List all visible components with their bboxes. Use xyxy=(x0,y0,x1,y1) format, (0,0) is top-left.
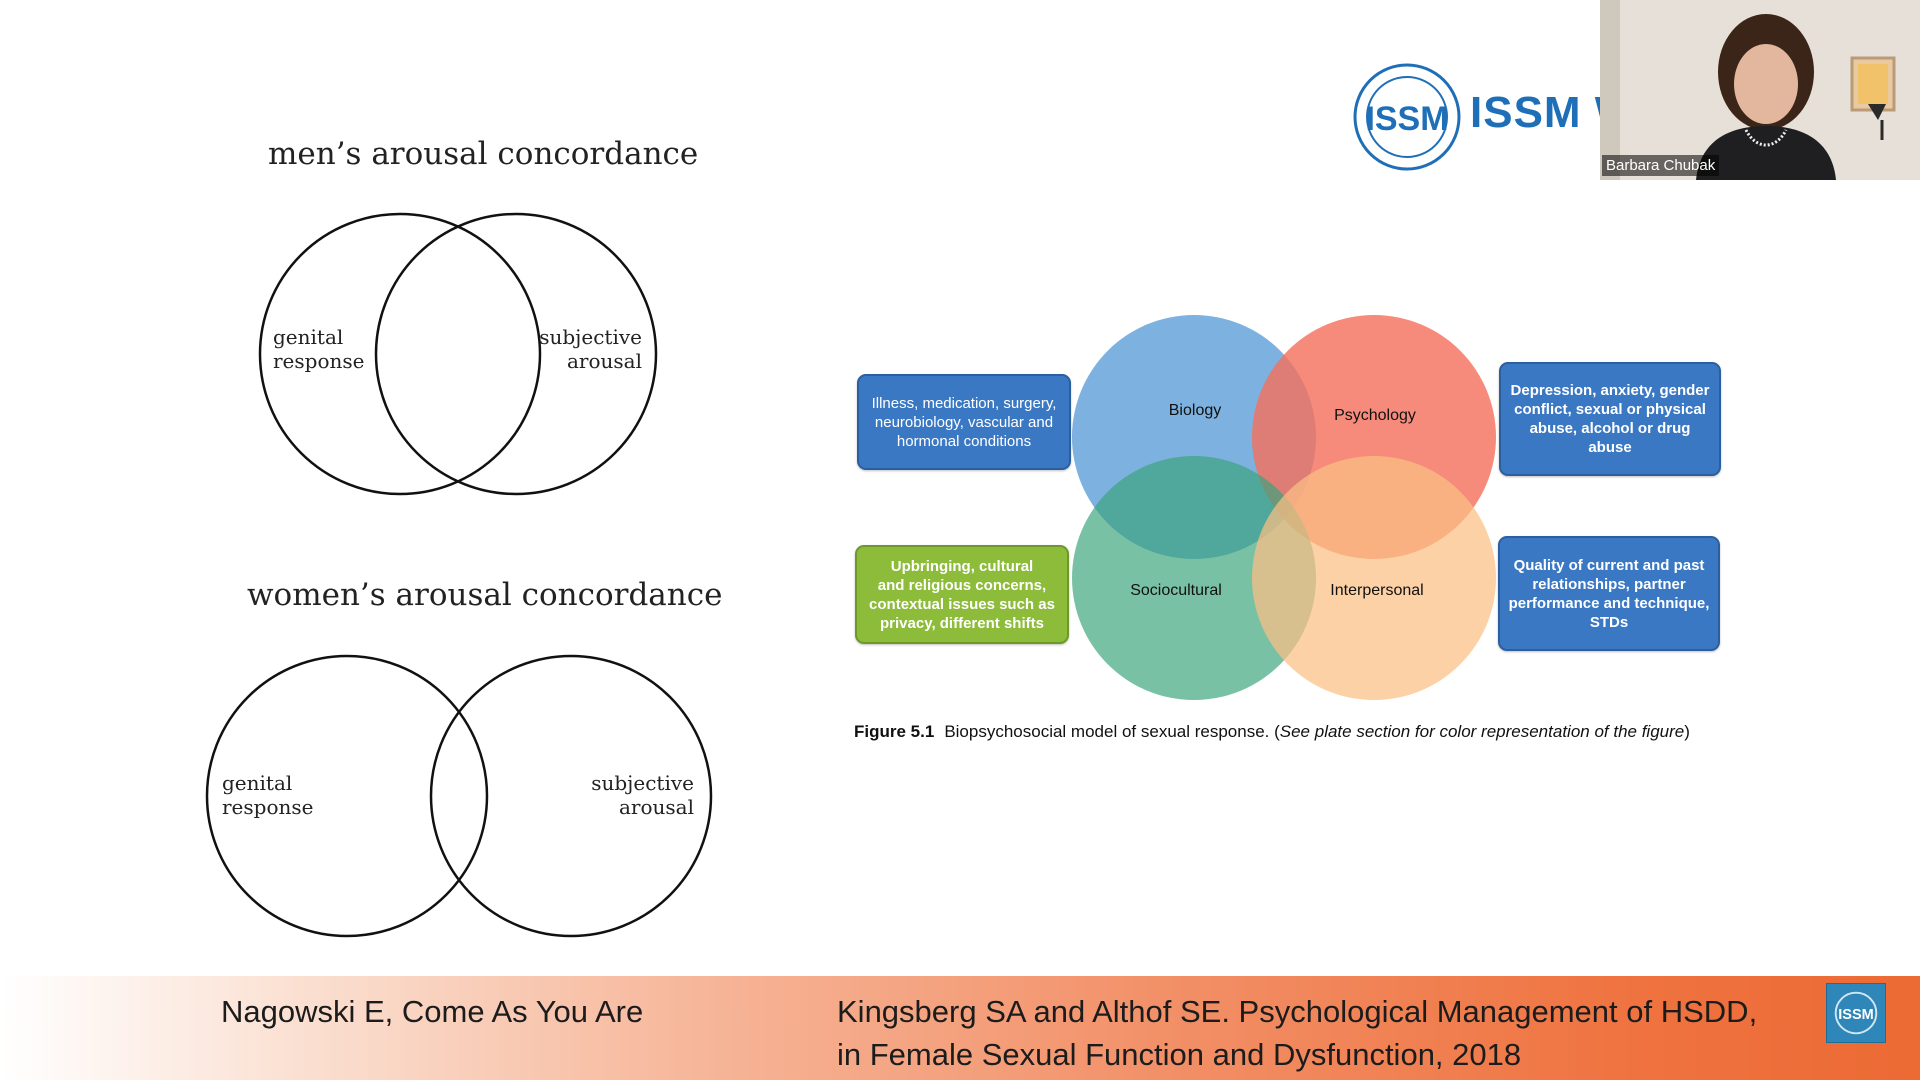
presenter-name-label: Barbara Chubak xyxy=(1602,155,1720,176)
left-citation: Nagowski E, Come As You Are xyxy=(221,994,644,1029)
sociocultural-label: Sociocultural xyxy=(1130,582,1222,599)
men-subjective-circle xyxy=(374,212,658,496)
interpersonal-label: Interpersonal xyxy=(1330,582,1424,599)
interpersonal-circle xyxy=(1252,456,1496,700)
svg-text:ISSM: ISSM xyxy=(1365,100,1448,138)
men-venn-title: men’s arousal concordance xyxy=(268,136,699,172)
issm-badge-icon: ISSM xyxy=(1826,983,1886,1043)
biology-factors-box: Illness, medication, surgery, neurobiolo… xyxy=(857,374,1071,470)
women-venn-title: women’s arousal concordance xyxy=(247,577,723,613)
svg-text:ISSM: ISSM xyxy=(1838,1007,1873,1023)
men-subjective-label: subjective arousal xyxy=(539,325,642,373)
men-genital-label: genital response xyxy=(273,325,365,373)
women-subjective-circle xyxy=(429,654,713,938)
sociocultural-factors-box: Upbringing, cultural and religious conce… xyxy=(855,545,1069,644)
men-genital-circle xyxy=(258,212,542,496)
venn-diagrams xyxy=(205,212,713,938)
interpersonal-factors-box: Quality of current and past relationship… xyxy=(1498,536,1720,651)
women-subjective-label: subjective arousal xyxy=(591,771,694,819)
presenter-video-feed xyxy=(1600,0,1920,180)
issm-logo-text: ISSM W xyxy=(1470,88,1600,137)
right-citation: Kingsberg SA and Althof SE. Psychologica… xyxy=(837,994,1758,1072)
issm-seal-icon: ISSM xyxy=(1353,63,1461,171)
psychology-factors-box: Depression, anxiety, gender conflict, se… xyxy=(1499,362,1721,476)
biology-label: Biology xyxy=(1168,402,1222,419)
women-genital-circle xyxy=(205,654,489,938)
women-genital-label: genital response xyxy=(222,771,314,819)
citation-footer xyxy=(0,976,1920,1080)
sociocultural-circle xyxy=(1072,456,1316,700)
psychology-label: Psychology xyxy=(1334,407,1416,424)
presenter-video[interactable]: Barbara Chubak xyxy=(1600,0,1920,180)
